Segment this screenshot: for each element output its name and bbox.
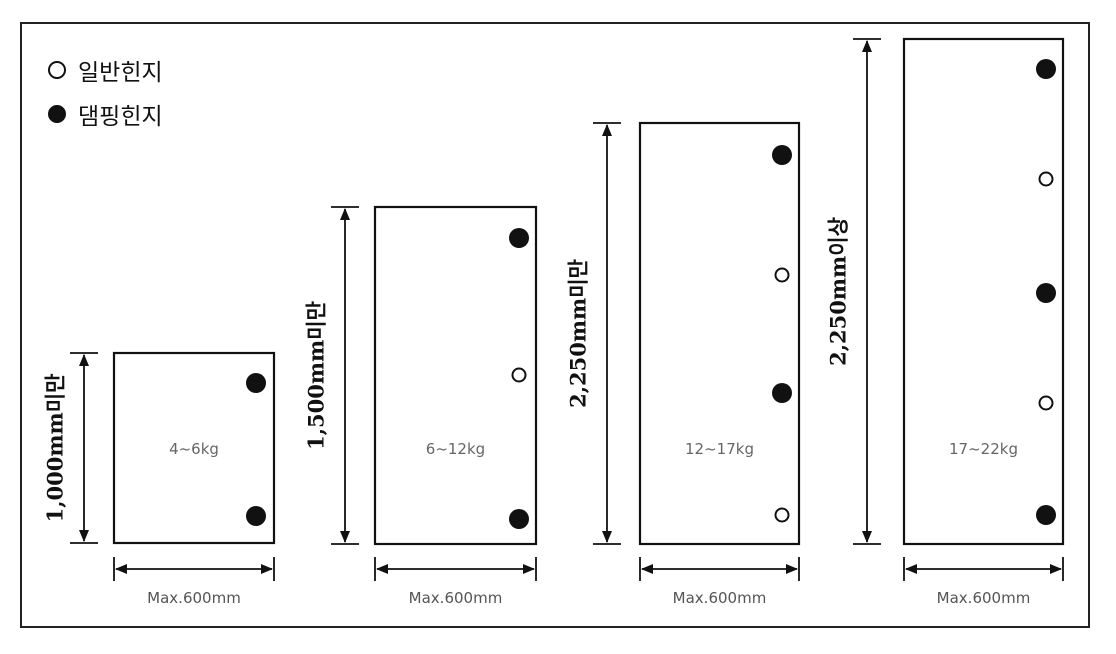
- door-2: 6~12kg 1,500mm미만 Max.600mm: [304, 205, 538, 607]
- damping-hinge-icon: [772, 145, 792, 165]
- legend: 일반힌지 댐핑힌지: [48, 50, 163, 138]
- door-panel: [373, 205, 538, 546]
- width-label: Max.600mm: [409, 589, 503, 607]
- arrow-down-icon: [602, 531, 612, 543]
- arrow-up-icon: [79, 354, 89, 366]
- damping-hinge-icon: [1036, 59, 1056, 79]
- legend-item-damping-hinge: 댐핑힌지: [48, 94, 163, 134]
- arrow-left-icon: [376, 564, 388, 574]
- normal-hinge-icon: [774, 267, 790, 283]
- door-1: 4~6kg 1,000mm미만 Max.600mm: [43, 351, 276, 607]
- damping-hinge-icon: [509, 509, 529, 529]
- height-label: 2,250mm미만: [566, 259, 591, 408]
- weight-label: 17~22kg: [949, 440, 1018, 458]
- weight-label: 4~6kg: [169, 440, 219, 458]
- arrow-right-icon: [786, 564, 798, 574]
- damping-hinge-icon: [246, 373, 266, 393]
- damping-hinge-icon: [1036, 505, 1056, 525]
- arrow-left-icon: [641, 564, 653, 574]
- open-circle-icon: [48, 61, 66, 79]
- normal-hinge-icon: [774, 507, 790, 523]
- weight-label: 6~12kg: [426, 440, 485, 458]
- normal-hinge-icon: [1038, 171, 1054, 187]
- arrow-right-icon: [261, 564, 273, 574]
- legend-item-normal-hinge: 일반힌지: [48, 50, 163, 90]
- damping-hinge-icon: [509, 228, 529, 248]
- normal-hinge-icon: [1038, 395, 1054, 411]
- arrow-down-icon: [340, 531, 350, 543]
- arrow-down-icon: [79, 530, 89, 542]
- damping-hinge-icon: [1036, 283, 1056, 303]
- legend-label-damping-hinge: 댐핑힌지: [78, 104, 163, 130]
- door-panel: [638, 121, 801, 546]
- damping-hinge-icon: [246, 506, 266, 526]
- arrow-up-icon: [602, 124, 612, 136]
- arrow-right-icon: [523, 564, 535, 574]
- arrow-right-icon: [1050, 564, 1062, 574]
- weight-label: 12~17kg: [685, 440, 754, 458]
- arrow-up-icon: [862, 40, 872, 52]
- door-4: 17~22kg 2,250mm이상 Max.600mm: [826, 37, 1065, 607]
- normal-hinge-icon: [511, 367, 527, 383]
- height-label: 2,250mm이상: [826, 217, 851, 366]
- width-label: Max.600mm: [147, 589, 241, 607]
- arrow-left-icon: [905, 564, 917, 574]
- arrow-down-icon: [862, 531, 872, 543]
- arrow-left-icon: [115, 564, 127, 574]
- diagram-frame: [20, 22, 1090, 628]
- height-label: 1,000mm미만: [43, 374, 68, 523]
- legend-label-normal-hinge: 일반힌지: [78, 60, 163, 86]
- height-label: 1,500mm미만: [304, 301, 329, 450]
- filled-circle-icon: [48, 105, 66, 123]
- width-label: Max.600mm: [937, 589, 1031, 607]
- door-3: 12~17kg 2,250mm미만 Max.600mm: [566, 121, 801, 607]
- arrow-up-icon: [340, 208, 350, 220]
- width-label: Max.600mm: [673, 589, 767, 607]
- damping-hinge-icon: [772, 383, 792, 403]
